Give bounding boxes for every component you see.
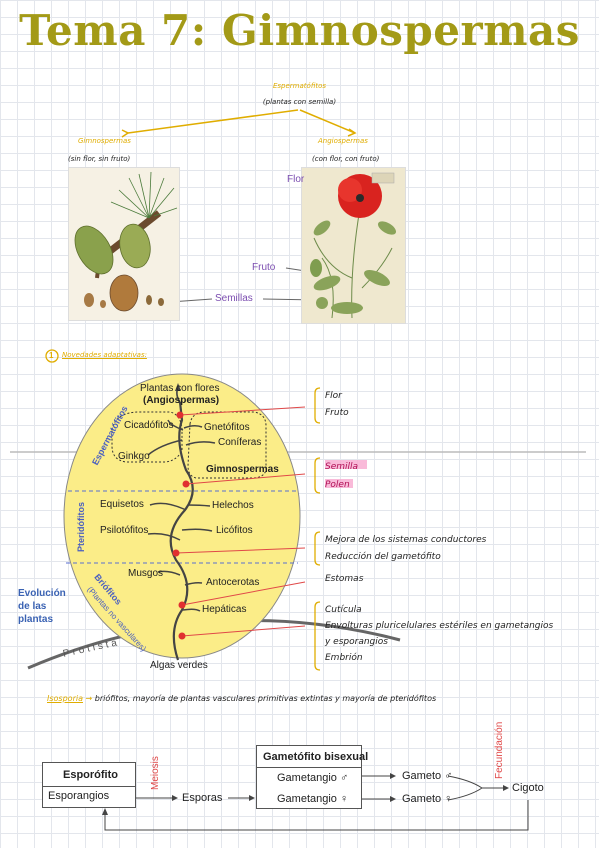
poppy-illustration <box>301 167 406 324</box>
root-label: Espermatófitos <box>272 82 327 90</box>
novedad-polen: Polen <box>325 480 350 490</box>
novedades-group-3: Mejora de los sistemas conductores Reduc… <box>325 532 486 566</box>
highlight-polen <box>325 479 353 488</box>
esporofito-label: Esporófito <box>63 769 118 781</box>
marker-semilla-polen <box>182 480 190 488</box>
novedad-semilla: Semilla <box>325 462 359 472</box>
flor-label: Flor <box>287 174 305 185</box>
meiosis-label: Meiosis <box>150 756 161 790</box>
pine-cone-drawing <box>74 171 178 312</box>
novedad-flor: Flor <box>325 391 342 401</box>
novedades-group-5: Cutícula Envolturas pluricelulares estér… <box>325 602 553 666</box>
gameto-female-label: Gameto ♀ <box>402 793 453 805</box>
pteridofitos-group-label: Pteridófitos <box>76 501 86 552</box>
novedad-envolturas: Envolturas pluricelulares estériles en g… <box>325 621 554 631</box>
gnetofitos-label: Gnetófitos <box>204 422 250 433</box>
algas-label: Algas verdes <box>150 660 208 671</box>
gimnospermas-label: Gimnospermas <box>78 137 131 145</box>
esporangios-label: Esporangios <box>48 790 110 802</box>
marker-estomas <box>178 601 186 609</box>
novedad-esporangios: y esporangios <box>325 637 388 647</box>
isosporia-line: Isosporia → briófitos, mayoría de planta… <box>47 694 436 703</box>
semillas-label: Semillas <box>215 293 253 304</box>
highlight-semilla <box>325 460 367 469</box>
antocerotas-label: Antocerotas <box>206 577 260 588</box>
esporas-label: Esporas <box>182 792 223 804</box>
ginkgo-label: Ginkgo <box>118 451 150 462</box>
poppy-drawing <box>310 172 397 319</box>
angiospermas-sub: (con flor, con fruto) <box>312 155 380 163</box>
angiospermas-tree-label: (Angiospermas) <box>143 395 220 406</box>
novedad-estomas: Estomas <box>325 574 364 584</box>
novedad-gametofito: Reducción del gametófito <box>325 552 441 562</box>
novedades-group-2: Semilla Polen <box>325 458 358 494</box>
fecundacion-label: Fecundación <box>494 721 505 779</box>
psilotofitos-label: Psilotófitos <box>100 525 149 536</box>
gametangio-male-label: Gametangio ♂ <box>277 772 349 784</box>
evolucion-title-line2: de las <box>18 601 47 612</box>
page-title: Tema 7: Gimnospermas <box>19 6 580 55</box>
plantas-flores-label: Plantas con flores <box>140 383 220 394</box>
cigoto-label: Cigoto <box>512 782 544 794</box>
marker-flor-fruto <box>176 411 184 419</box>
novedades-group-1: Flor Fruto <box>325 388 349 422</box>
isosporia-arrow: → <box>85 694 93 703</box>
gimnospermas-tree-label: Gimnospermas <box>206 464 279 475</box>
licofitos-label: Licófitos <box>216 525 253 536</box>
evolution-egg <box>63 373 301 659</box>
evolucion-title-line3: plantas <box>18 614 54 625</box>
angiospermas-label: Angiospermas <box>318 137 368 145</box>
musgos-label: Musgos <box>128 568 164 579</box>
novedad-embrion: Embrión <box>325 653 363 663</box>
isosporia-text: briófitos, mayoría de plantas vasculares… <box>94 694 437 703</box>
esporofito-box: Esporófito Esporangios <box>42 762 136 808</box>
novedad-fruto: Fruto <box>325 408 349 418</box>
gametangio-female-label: Gametangio ♀ <box>277 793 349 805</box>
evolucion-title: Evolución de las plantas <box>18 587 66 626</box>
isosporia-term: Isosporia <box>47 694 83 703</box>
root-sub-label: (plantas con semilla) <box>262 98 337 106</box>
cycle-return-line <box>104 800 529 831</box>
section-heading: Novedades adaptativas: <box>62 351 147 359</box>
cicadofitos-label: Cicadófitos <box>124 420 174 431</box>
gimnospermas-sub: (sin flor, sin fruto) <box>68 155 131 163</box>
section-number-circle <box>45 349 59 363</box>
marker-conductores <box>172 549 180 557</box>
pine-illustration <box>68 167 180 321</box>
arrow-to-angiospermas <box>299 109 356 134</box>
fruto-label: Fruto <box>252 262 276 273</box>
section-number: 1 <box>49 351 54 360</box>
tree-trunk <box>169 401 194 661</box>
evolucion-title-line1: Evolución <box>18 588 66 599</box>
gametofito-box: Gametófito bisexual Gametangio ♂ Gametan… <box>256 745 368 809</box>
equisetos-label: Equisetos <box>100 499 144 510</box>
novedad-cuticula: Cutícula <box>325 605 362 615</box>
marker-cuticula <box>178 632 186 640</box>
hepaticas-label: Hepáticas <box>202 604 247 615</box>
gametofito-label: Gametófito bisexual <box>263 751 369 763</box>
arrow-to-gimnospermas <box>127 109 299 134</box>
helechos-label: Helechos <box>212 500 254 511</box>
coniferas-label: Coníferas <box>218 437 262 448</box>
gameto-male-label: Gameto ♂ <box>402 770 453 782</box>
novedad-conductores: Mejora de los sistemas conductores <box>325 535 487 545</box>
